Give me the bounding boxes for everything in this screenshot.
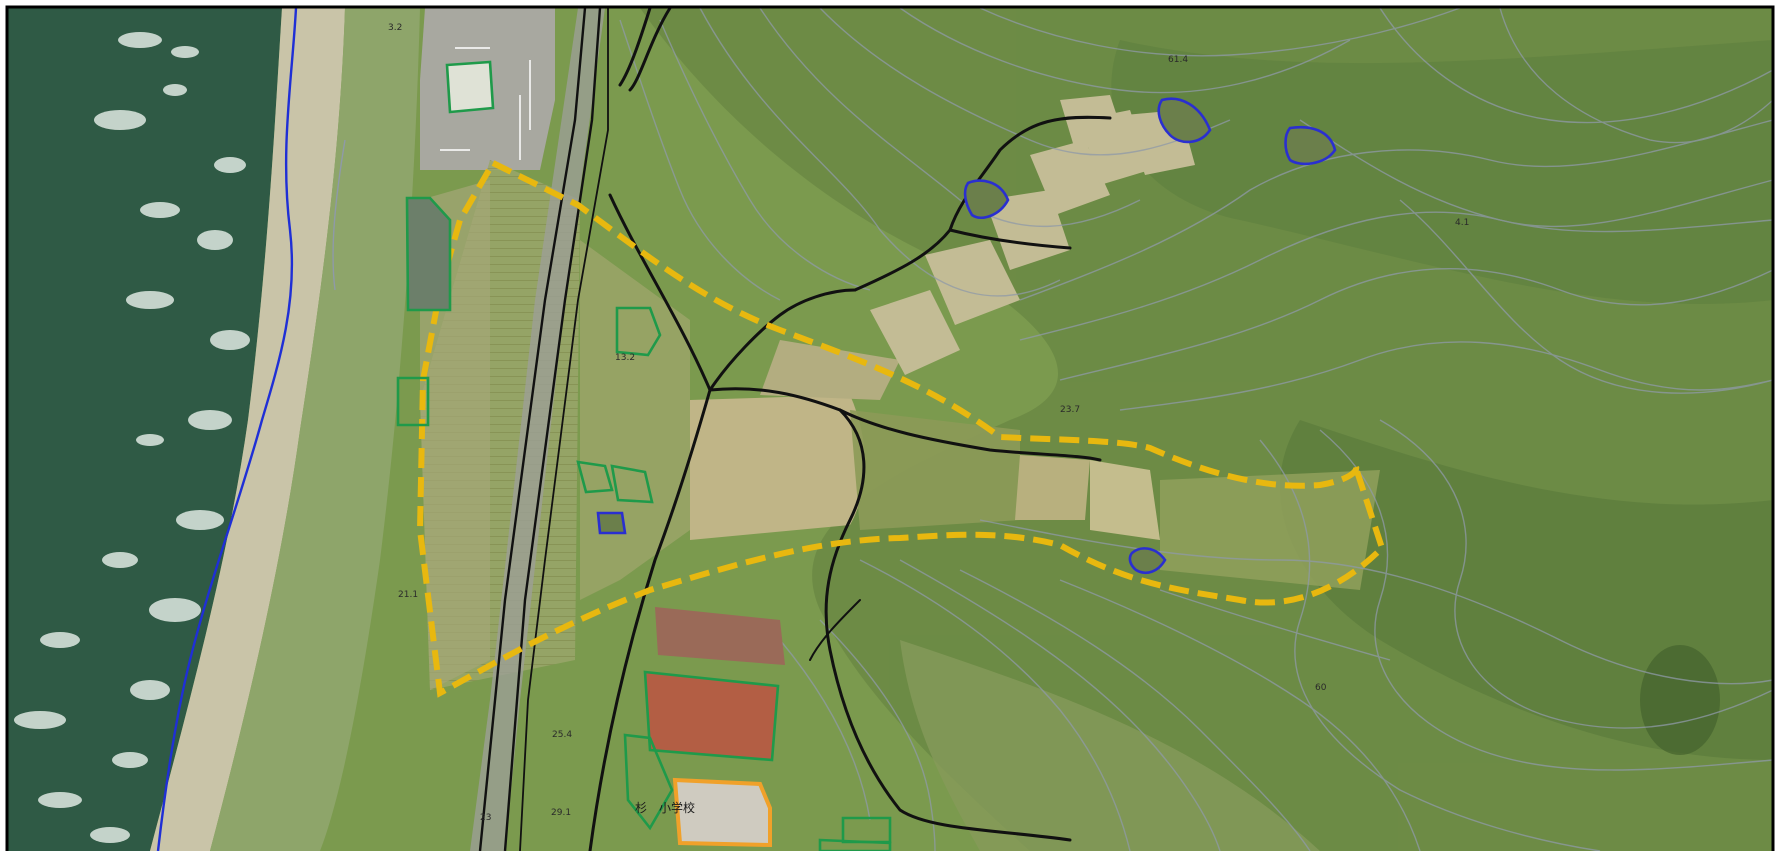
elevation-label: 61.4	[1168, 55, 1188, 65]
pond-4	[596, 511, 627, 535]
highway	[470, 7, 609, 851]
school-label: 杉 小学校	[635, 800, 695, 815]
building-small-3	[576, 460, 614, 494]
pond-2	[1284, 125, 1337, 166]
elevation-label: 23.7	[1060, 405, 1080, 415]
elevation-label: 29.1	[551, 808, 571, 818]
building-warehouse	[655, 607, 785, 665]
elevation-label: 4.1	[1455, 218, 1469, 228]
map-labels: 3.2 61.4 4.1 13.2 21.1 60 25.4 29.1 23 2…	[388, 23, 1469, 823]
elevation-label: 21.1	[398, 590, 418, 600]
elevation-label: 60	[1315, 683, 1327, 693]
surf-foam	[14, 32, 250, 843]
building-small-2	[615, 306, 662, 357]
pond-5	[1128, 547, 1167, 574]
coastal-strip	[210, 8, 420, 851]
terraced-fields	[870, 95, 1195, 375]
building-small-1	[396, 376, 430, 427]
coast-contour	[332, 139, 346, 291]
map-border	[5, 5, 1775, 851]
elevation-label: 13.2	[615, 353, 635, 363]
ponds	[596, 97, 1337, 574]
building-long-hall	[405, 196, 452, 312]
building-factory	[643, 670, 780, 762]
project-boundary	[416, 159, 1386, 698]
building-annex	[623, 733, 674, 831]
building-parking-hut	[445, 60, 495, 114]
pond-1	[1157, 97, 1212, 144]
building-south-2	[818, 838, 892, 851]
pond-3	[963, 179, 1010, 220]
elevation-label: 23	[480, 813, 491, 823]
contour-lines	[619, 7, 1774, 851]
building-small-4	[610, 464, 654, 504]
buildings	[396, 60, 892, 851]
elevation-label: 3.2	[388, 23, 402, 33]
forest-hillside	[640, 8, 1773, 851]
elevation-label: 25.4	[552, 730, 572, 740]
coastline	[156, 7, 298, 851]
school-building	[672, 777, 772, 848]
beach	[150, 8, 345, 851]
